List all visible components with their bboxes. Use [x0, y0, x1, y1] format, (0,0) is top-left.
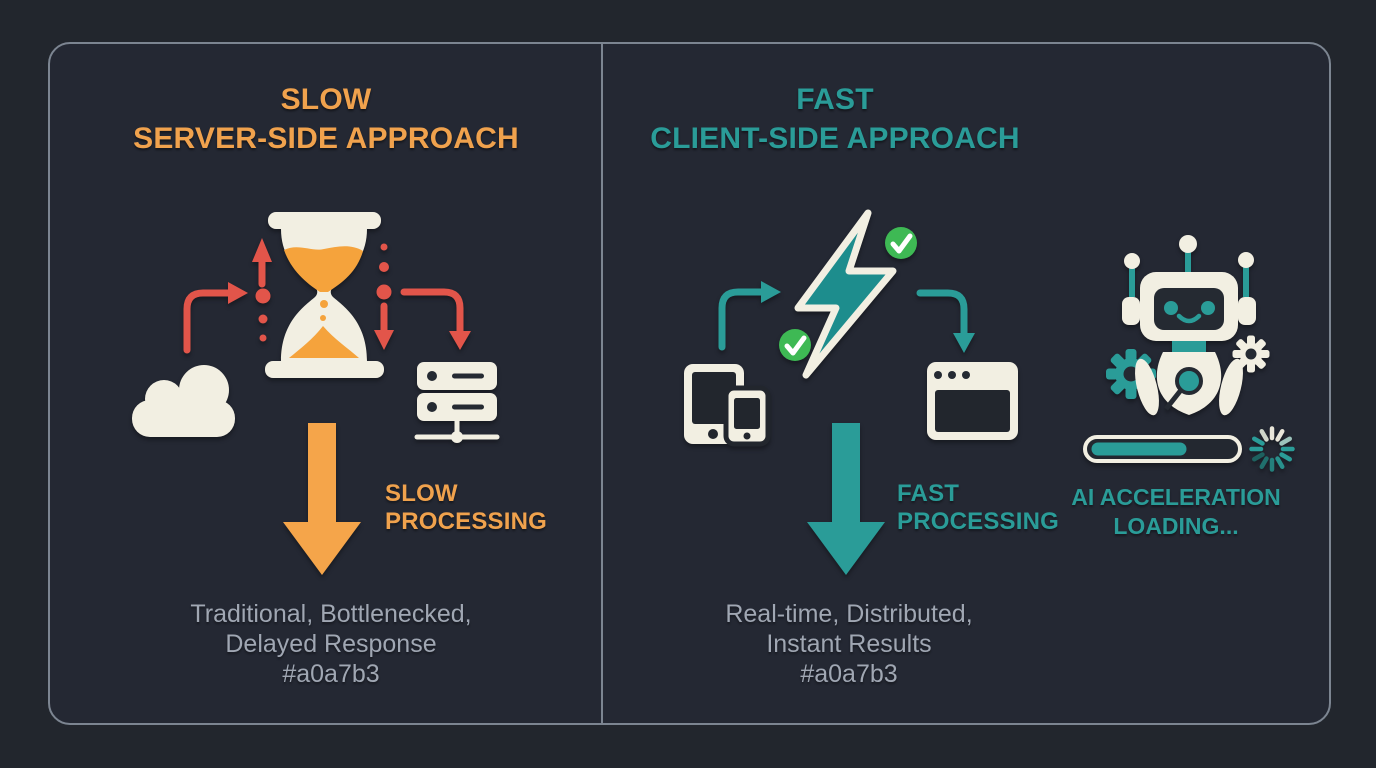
slow-processing-line2: PROCESSING: [385, 508, 548, 535]
fast-processing-label: FAST PROCESSING: [897, 480, 1059, 536]
right-panel-title: FAST CLIENT-SIDE APPROACH: [585, 80, 1085, 158]
left-title-line1: SLOW: [280, 83, 372, 116]
ai-loading-label: AI ACCELERATION LOADING...: [1064, 483, 1288, 541]
right-caption-line1: Real-time, Distributed,: [725, 600, 973, 628]
right-caption-line3: #a0a7b3: [800, 660, 898, 688]
ai-loading-line2: LOADING...: [1113, 513, 1239, 539]
slow-processing-label: SLOW PROCESSING: [385, 480, 547, 536]
right-panel-caption: Real-time, Distributed, Instant Results …: [610, 599, 1088, 689]
left-panel-title: SLOW SERVER-SIDE APPROACH: [48, 80, 604, 158]
right-caption-line2: Instant Results: [766, 630, 932, 658]
fast-processing-line1: FAST: [897, 480, 960, 507]
left-caption-line3: #a0a7b3: [282, 660, 380, 688]
right-title-line1: FAST: [796, 83, 874, 116]
left-caption-line1: Traditional, Bottlenecked,: [190, 600, 472, 628]
panel-divider: [601, 44, 603, 723]
right-title-line2: CLIENT-SIDE APPROACH: [650, 122, 1020, 155]
left-caption-line2: Delayed Response: [225, 630, 437, 658]
slow-processing-line1: SLOW: [385, 480, 458, 507]
left-title-line2: SERVER-SIDE APPROACH: [133, 122, 519, 155]
ai-loading-line1: AI ACCELERATION: [1071, 484, 1281, 510]
left-panel-caption: Traditional, Bottlenecked, Delayed Respo…: [53, 599, 609, 689]
fast-processing-line2: PROCESSING: [897, 508, 1060, 535]
